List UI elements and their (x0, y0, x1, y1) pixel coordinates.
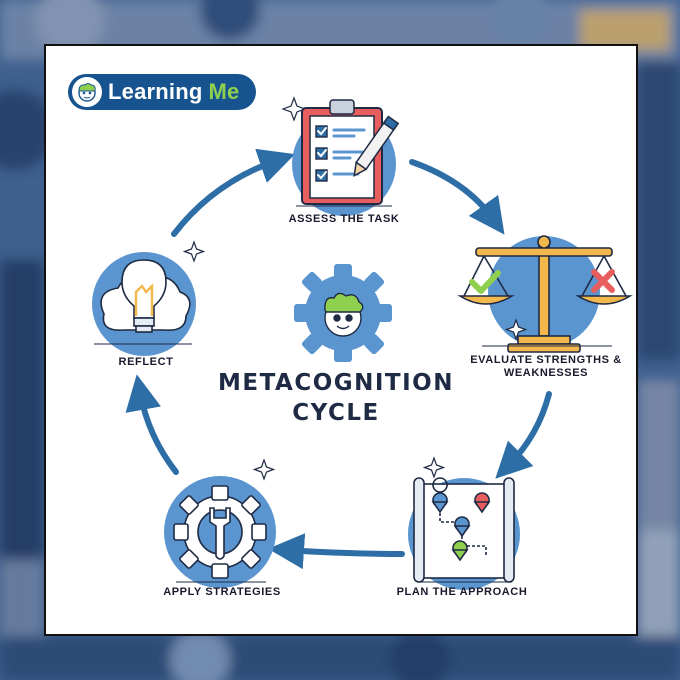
diagram-title-line1: METACOGNITION (218, 370, 454, 396)
arrow-assess-to-evaluate (409, 159, 505, 235)
step-label-evaluate-line1: EVALUATE STRENGTHS & (470, 354, 622, 366)
step-label-evaluate-line2: WEAKNESSES (503, 367, 589, 379)
step-label-evaluate: EVALUATE STRENGTHS & WEAKNESSES (462, 354, 630, 380)
step-assess-icon (281, 96, 400, 216)
sparkle-icon (422, 456, 446, 479)
cycle-diagram (92, 96, 633, 590)
lightbulb-icon (100, 259, 191, 333)
cycle-arrows (125, 148, 552, 570)
step-reflect-icon (92, 240, 206, 356)
step-label-reflect: REFLECT (118, 356, 174, 368)
balance-scale-icon (457, 235, 633, 353)
gear-wrench-icon (173, 485, 267, 579)
mascot-face-icon (324, 292, 364, 337)
clipboard-checklist-icon (301, 99, 400, 205)
cross-icon (591, 269, 615, 293)
diagram-title-line2: CYCLE (292, 400, 380, 426)
arrow-apply-to-reflect (125, 374, 179, 475)
learning-me-logo[interactable]: Learning Me (68, 74, 256, 110)
metacognition-card: Learning Me ASSESS THE TASK EVALUATE STR… (44, 44, 638, 636)
step-label-apply: APPLY STRATEGIES (163, 586, 281, 598)
step-plan-icon (408, 456, 520, 590)
map-route-icon (413, 477, 515, 583)
step-label-assess: ASSESS THE TASK (288, 213, 400, 225)
check-icon (469, 270, 501, 294)
step-apply-icon (164, 458, 276, 588)
step-label-plan: PLAN THE APPROACH (396, 586, 528, 598)
brand-word-me: Me (208, 79, 240, 104)
arrow-plan-to-apply (268, 533, 405, 570)
mascot-face-icon (72, 77, 102, 107)
label-underlines (94, 205, 612, 583)
sparkle-icon (182, 240, 206, 263)
brand-word-learning: Learning (108, 79, 203, 104)
sparkle-icon (252, 458, 276, 481)
center-gear-mascot (294, 264, 392, 362)
step-evaluate-icon (457, 235, 633, 353)
sparkle-icon (281, 96, 307, 122)
arrow-reflect-to-assess (171, 148, 296, 237)
arrow-evaluate-to-plan (495, 391, 552, 479)
sparkle-icon (504, 318, 528, 341)
